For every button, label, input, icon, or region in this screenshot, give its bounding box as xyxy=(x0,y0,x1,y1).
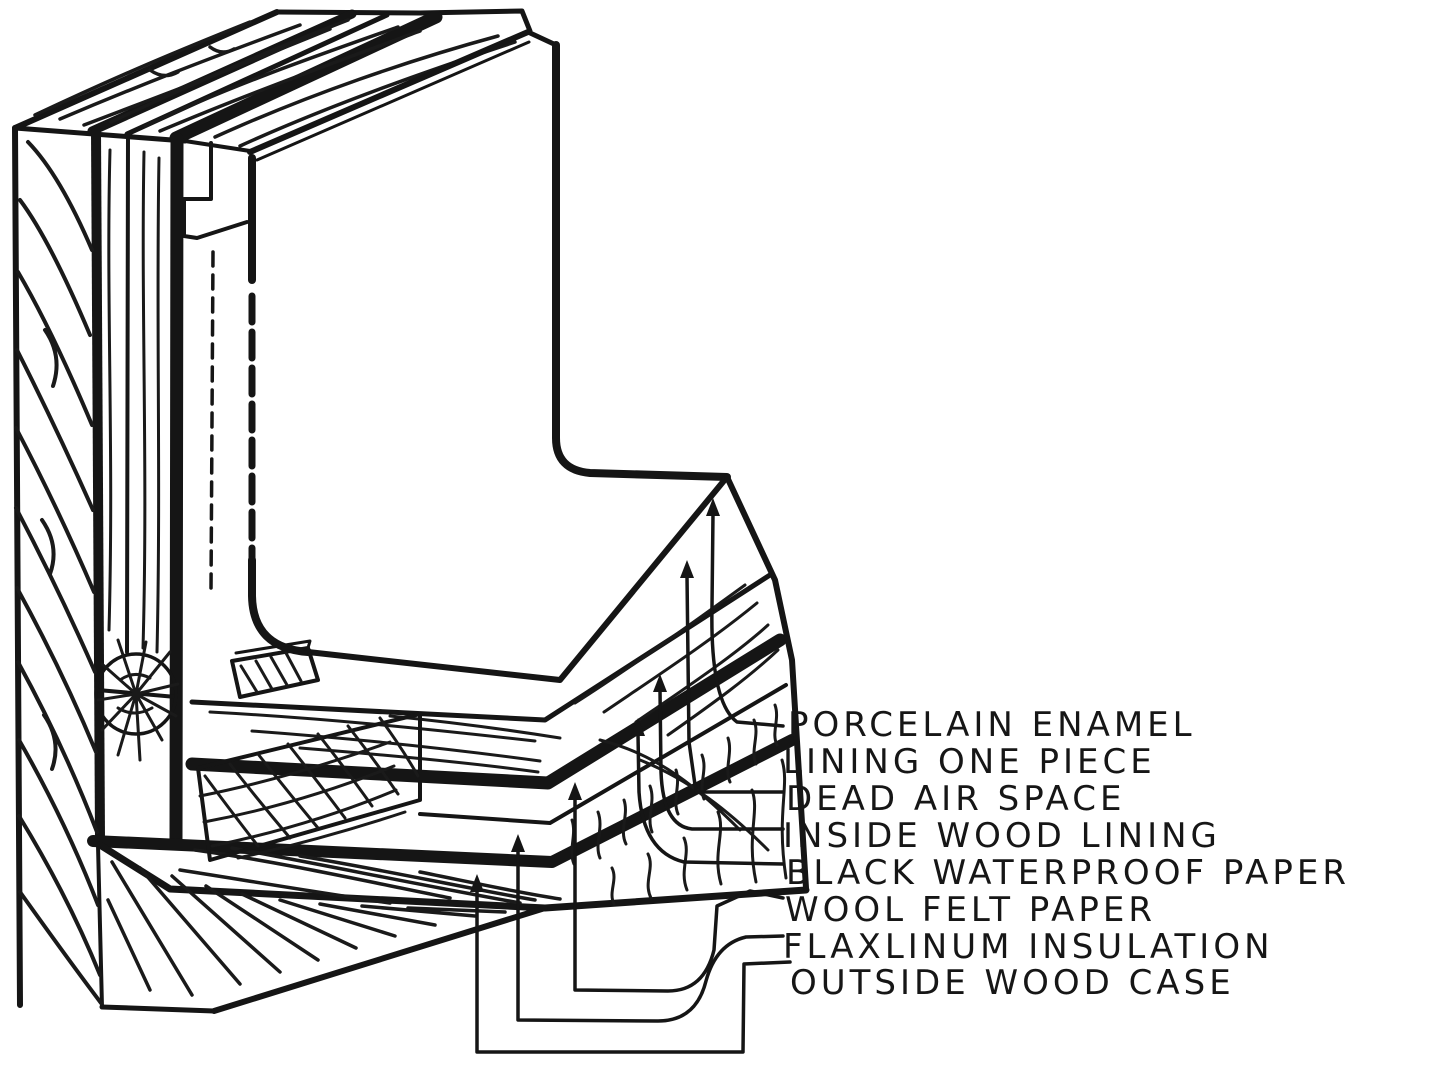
label-black-waterproof-paper: BLACK WATERPROOF PAPER xyxy=(786,853,1350,893)
enamel-top-jog xyxy=(525,29,559,48)
top-separator-3 xyxy=(169,10,443,145)
arrow-porcelain-icon xyxy=(706,498,720,516)
enamel-top-rim xyxy=(247,29,531,155)
end-face-right-edge xyxy=(724,474,809,891)
enamel-top-rim-inner xyxy=(255,40,531,162)
wall-black-layer-2 xyxy=(169,132,184,849)
leader-black-waterproof-paper xyxy=(636,732,785,866)
rabbet-notch xyxy=(182,141,249,240)
top-front-edge-inner xyxy=(183,139,252,153)
leader-dead-air-space xyxy=(685,574,785,794)
label-outside-wood-case: OUTSIDE WOOD CASE xyxy=(790,963,1235,1003)
cleat-outline xyxy=(230,646,320,699)
arrow-inside-lining-icon xyxy=(653,674,667,692)
skirt-hatch-lines xyxy=(106,860,507,997)
cleat-hatch xyxy=(239,651,303,694)
skirt-hatching xyxy=(96,843,548,1014)
wall-thin-layer-line xyxy=(125,132,130,654)
end-face-grain xyxy=(570,583,788,906)
labels: PORCELAIN ENAMEL LINING ONE PIECE DEAD A… xyxy=(783,705,1350,1003)
cleat-top-edge xyxy=(234,639,312,655)
knot-spokes xyxy=(96,638,180,762)
black-waterproof-paper-line xyxy=(185,633,787,790)
end-grain-crosshatch-block xyxy=(196,712,422,862)
arrow-wool-felt-icon xyxy=(568,782,582,800)
outside-case-grain xyxy=(178,846,562,905)
wool-felt-divider-line xyxy=(418,683,788,825)
wall-vertical-grain xyxy=(107,148,161,654)
bottom-wall xyxy=(87,474,810,912)
top-end-grain xyxy=(12,8,533,153)
label-porcelain-enamel: PORCELAIN ENAMEL xyxy=(788,705,1196,745)
label-dead-air-space: DEAD AIR SPACE xyxy=(786,779,1125,819)
label-flaxlinum-insulation: FLAXLINUM INSULATION xyxy=(783,927,1274,967)
leader-porcelain-enamel xyxy=(710,512,785,728)
knot-ring xyxy=(94,652,178,736)
arrowheads xyxy=(470,498,720,892)
arrow-flaxlinum-icon xyxy=(511,834,525,852)
outer-grain-lines xyxy=(14,140,103,1005)
outer-board-grain xyxy=(14,140,103,1005)
arrow-outside-case-icon xyxy=(470,874,484,892)
leader-lines xyxy=(475,512,792,1054)
label-wool-felt-paper: WOOL FELT PAPER xyxy=(785,890,1156,930)
wood-lining-grain-dashes xyxy=(209,250,215,592)
corner-post-knot xyxy=(94,638,180,762)
leader-outside-wood-case xyxy=(475,888,792,1054)
end-grain-top-board xyxy=(573,583,780,737)
label-lining-one-piece: LINING ONE PIECE xyxy=(783,742,1156,782)
arrow-black-paper-icon xyxy=(631,718,645,736)
skirt-hypotenuse xyxy=(211,905,548,1014)
skirt-bottom-edge xyxy=(99,1004,217,1014)
skirt-left-edge xyxy=(96,843,104,1009)
wall-outer-edge xyxy=(12,125,23,1008)
cleat-block xyxy=(230,639,320,699)
enamel-inside-corner-curve xyxy=(248,556,312,656)
enamel-front-edge-and-shelf xyxy=(552,41,731,481)
label-inside-wood-lining: INSIDE WOOD LINING xyxy=(783,816,1221,856)
wall-black-layer-1 xyxy=(91,126,105,844)
arrow-dead-air-icon xyxy=(680,560,694,578)
inside-lining-grain xyxy=(208,710,562,774)
leader-wool-felt-paper xyxy=(573,796,785,993)
top-grain-streaks xyxy=(33,18,517,148)
leader-flaxlinum-insulation xyxy=(516,848,785,1023)
crosshatch-block-outline xyxy=(196,712,422,862)
bottom-topface-front-edge xyxy=(189,572,773,723)
porcelain-enamel-lining xyxy=(247,29,731,683)
shelf-back-edge xyxy=(305,474,730,683)
left-wall xyxy=(12,125,249,1008)
top-left-edge xyxy=(12,9,280,131)
leader-inside-wood-lining xyxy=(658,688,785,831)
crosshatch-lines xyxy=(198,716,420,860)
